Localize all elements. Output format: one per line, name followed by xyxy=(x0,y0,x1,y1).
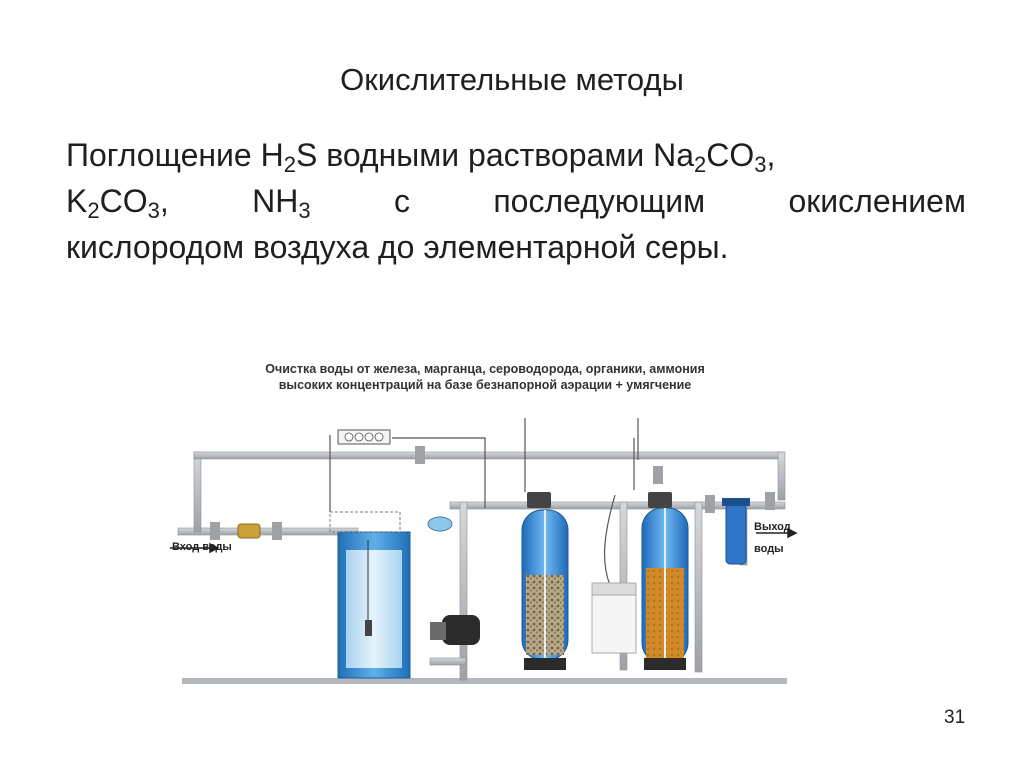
compressor xyxy=(427,516,453,532)
filter-1 xyxy=(521,492,569,670)
filter-2 xyxy=(641,492,689,670)
brine-tank xyxy=(591,582,637,654)
control-wires xyxy=(329,418,639,586)
cartridge-filter xyxy=(722,498,750,565)
diagram-title: Очистка воды от железа, марганца, серово… xyxy=(265,362,705,392)
body-line-1: Поглощение H2S водными растворами Na2CO3… xyxy=(66,137,776,177)
aeration-tank xyxy=(329,511,411,679)
body-line-2: K2CO3, NH3 с последующим окислением xyxy=(66,183,966,223)
inlet-label: Вход воды xyxy=(172,541,232,553)
pump xyxy=(430,615,480,645)
water-treatment-diagram xyxy=(170,418,798,684)
outlet-label: Выход воды xyxy=(754,521,791,555)
outlet-arrow xyxy=(756,527,798,539)
floor-line xyxy=(182,678,787,684)
page-number: 31 xyxy=(944,707,966,728)
slide-title: Окислительные методы xyxy=(340,62,684,97)
slide-body-text: Поглощение H2S водными растворами Na2CO3… xyxy=(66,132,966,270)
inlet-arrow xyxy=(170,542,220,554)
pipes xyxy=(177,451,786,681)
body-line-3: кислородом воздуха до элементарной серы. xyxy=(66,229,729,265)
inlet-valves xyxy=(210,446,775,540)
